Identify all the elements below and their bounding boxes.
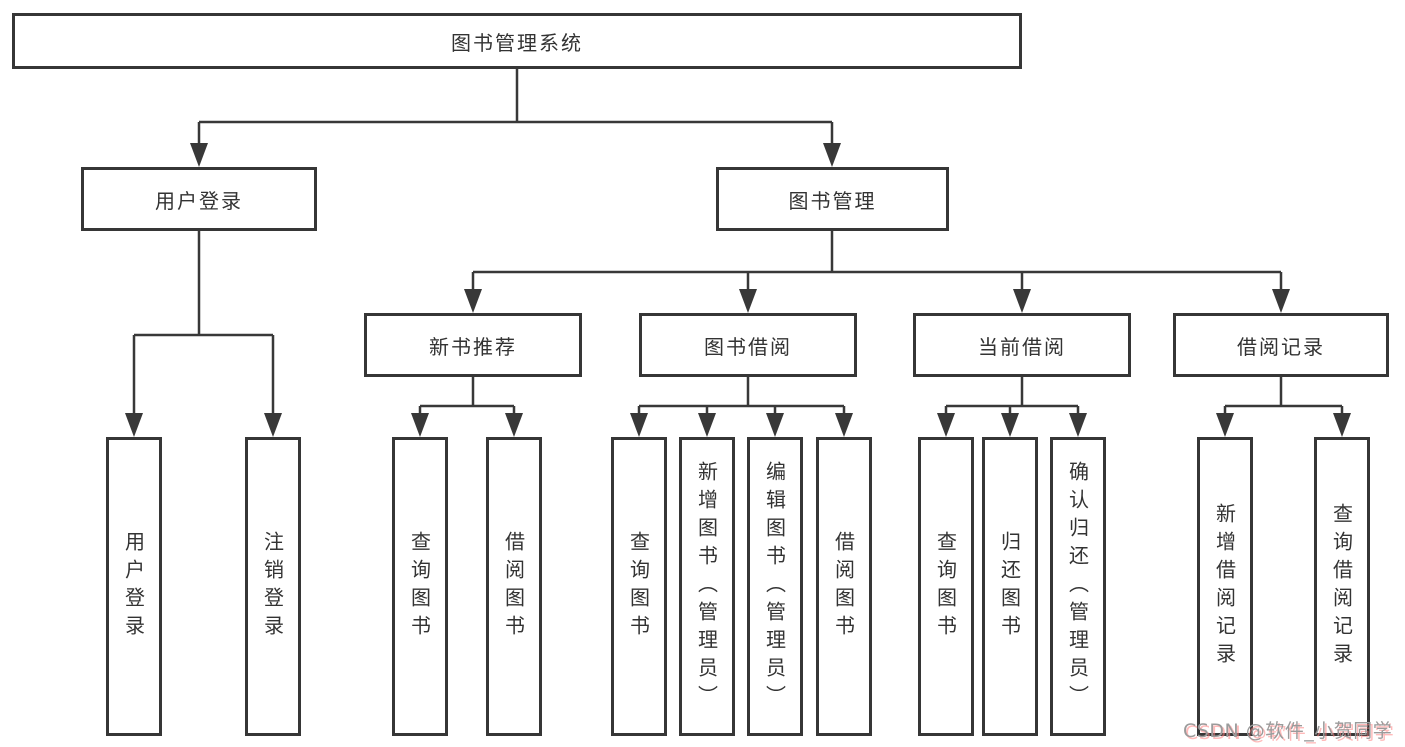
- leaf-logout: 注销登录: [245, 437, 301, 736]
- leaf-edit-book-admin: 编辑图书（管理员）: [747, 437, 803, 736]
- node-current-borrow: 当前借阅: [913, 313, 1131, 377]
- node-root-system: 图书管理系统: [12, 13, 1022, 69]
- node-user-login: 用户登录: [81, 167, 317, 231]
- leaf-return-book: 归还图书: [982, 437, 1038, 736]
- leaf-recommend-query-books: 查询图书: [392, 437, 448, 736]
- node-book-management: 图书管理: [716, 167, 949, 231]
- node-new-book-recommend: 新书推荐: [364, 313, 582, 377]
- leaf-query-borrow-record: 查询借阅记录: [1314, 437, 1370, 736]
- leaf-user-login: 用户登录: [106, 437, 162, 736]
- leaf-confirm-return-admin: 确认归还（管理员）: [1050, 437, 1106, 736]
- leaf-add-borrow-record: 新增借阅记录: [1197, 437, 1253, 736]
- node-book-borrow: 图书借阅: [639, 313, 857, 377]
- csdn-watermark: CSDN @软件_小贺同学: [1183, 720, 1393, 742]
- leaf-borrow-books: 借阅图书: [816, 437, 872, 736]
- leaf-borrow-query-books: 查询图书: [611, 437, 667, 736]
- leaf-current-query-books: 查询图书: [918, 437, 974, 736]
- leaf-recommend-borrow-books: 借阅图书: [486, 437, 542, 736]
- node-borrow-records: 借阅记录: [1173, 313, 1389, 377]
- leaf-add-book-admin: 新增图书（管理员）: [679, 437, 735, 736]
